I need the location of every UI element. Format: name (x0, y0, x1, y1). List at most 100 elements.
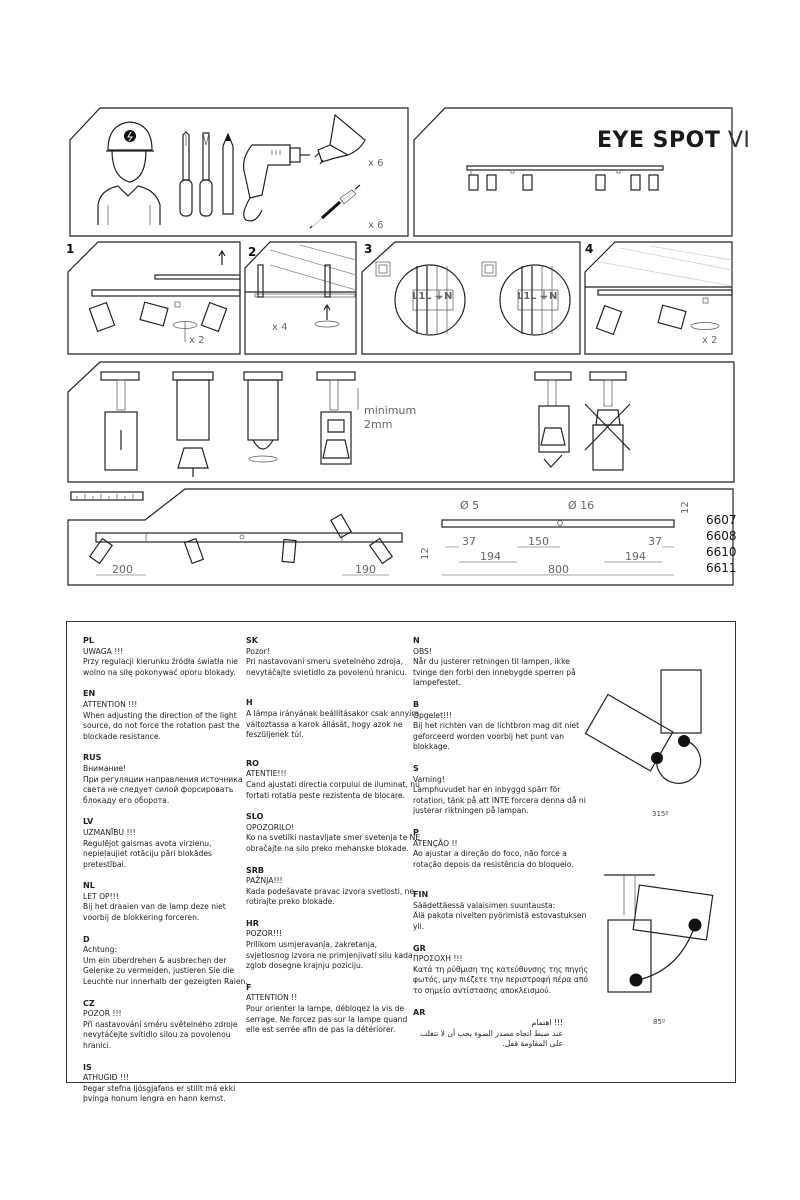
top-view-illustration (88, 513, 403, 576)
step-2-frame (244, 241, 357, 355)
model-code: 6608 (706, 529, 737, 543)
incorrect-install-illustration (589, 371, 627, 471)
ruler-icon (70, 491, 144, 501)
electrician-icon (97, 121, 161, 225)
checkmark-icon (543, 454, 563, 468)
bulb-step-1-illustration (100, 371, 140, 471)
terminal-n-right: N (549, 291, 557, 302)
side-height-dimension: 12 (420, 547, 431, 560)
step-2-number: 2 (248, 245, 256, 259)
wiring-switch-double-icon (481, 261, 497, 277)
rotation-315-illustration (584, 669, 702, 784)
tools-panel-frame (69, 107, 409, 237)
small-hole-dimension: Ø 5 (460, 499, 479, 512)
step-2-quantity: x 4 (272, 322, 287, 333)
model-code: 6611 (706, 561, 737, 575)
bulb-step-2-illustration (172, 371, 214, 477)
terminal-l-left: L (425, 291, 432, 302)
model-code: 6610 (706, 545, 737, 559)
bulb-step-4-illustration (316, 371, 359, 465)
front-view-illustration (441, 519, 675, 576)
terminal-l1-right: L1 (517, 291, 530, 302)
model-codes: 6607 6608 6610 6611 (706, 512, 737, 576)
step-4-number: 4 (585, 242, 593, 256)
height-dimension: 12 (680, 501, 691, 514)
step-4-illustration (585, 245, 733, 336)
step-4-quantity: x 2 (702, 335, 717, 346)
bulb-quantity: x 6 (368, 158, 383, 169)
diagram-canvas: x 6 x 6 1 x 2 2 (66, 107, 735, 586)
rotation-diagrams (584, 669, 714, 993)
tilt-angle-label: 85º (653, 1018, 666, 1026)
terminal-l1-left: L1 (412, 291, 425, 302)
total-length-dimension: 800 (548, 563, 569, 576)
step-1-number: 1 (66, 242, 74, 256)
gu10-bulb-icon (314, 113, 366, 165)
gap-label-line-2: 2mm (364, 418, 392, 431)
model-code: 6607 (706, 513, 737, 527)
terminal-block-left (412, 266, 454, 334)
wiring-diagram-left (394, 264, 466, 336)
flathead-screwdriver-icon (199, 132, 213, 217)
right-offset-dimension: 190 (355, 563, 376, 576)
step-1-illustration (88, 249, 241, 342)
left-offset-dimension: 200 (112, 563, 133, 576)
span-left-dimension: 194 (480, 550, 501, 563)
span-right-dimension: 194 (625, 550, 646, 563)
terminal-block-right (517, 266, 559, 334)
product-track-illustration (466, 165, 664, 191)
step-2-illustration (245, 244, 357, 328)
dowel-quantity: x 6 (368, 220, 383, 231)
pencil-icon (222, 132, 234, 215)
drill-icon (242, 144, 310, 222)
large-hole-dimension: Ø 16 (568, 499, 594, 512)
wall-plug-icon (309, 184, 361, 229)
wiring-diagram-right (499, 264, 571, 336)
rotation-angle-label: 315º (652, 810, 669, 818)
gap-label-line-1: minimum (364, 404, 416, 417)
terminal-l-right: L (530, 291, 537, 302)
step-4-frame (584, 241, 733, 355)
edge-right-dimension: 37 (648, 535, 662, 548)
phillips-screwdriver-icon (179, 131, 193, 217)
step-1-quantity: x 2 (189, 335, 204, 346)
step-3-frame (361, 241, 581, 355)
wiring-switch-single-icon (375, 261, 391, 277)
terminal-earth-left: ⏚ (434, 290, 444, 302)
center-gap-dimension: 150 (528, 535, 549, 548)
product-title-light: VI (727, 128, 751, 153)
product-title-bold: EYE SPOT (597, 128, 721, 153)
cross-icon (584, 403, 631, 451)
correct-install-illustration (534, 371, 572, 453)
product-title: EYE SPOT VI (597, 128, 750, 153)
step-3-number: 3 (364, 242, 372, 256)
step-1-frame (67, 241, 241, 355)
edge-left-dimension: 37 (462, 535, 476, 548)
rotation-85-illustration (604, 874, 714, 993)
bulb-install-frame (67, 361, 735, 483)
bulb-step-3-illustration (243, 371, 283, 463)
